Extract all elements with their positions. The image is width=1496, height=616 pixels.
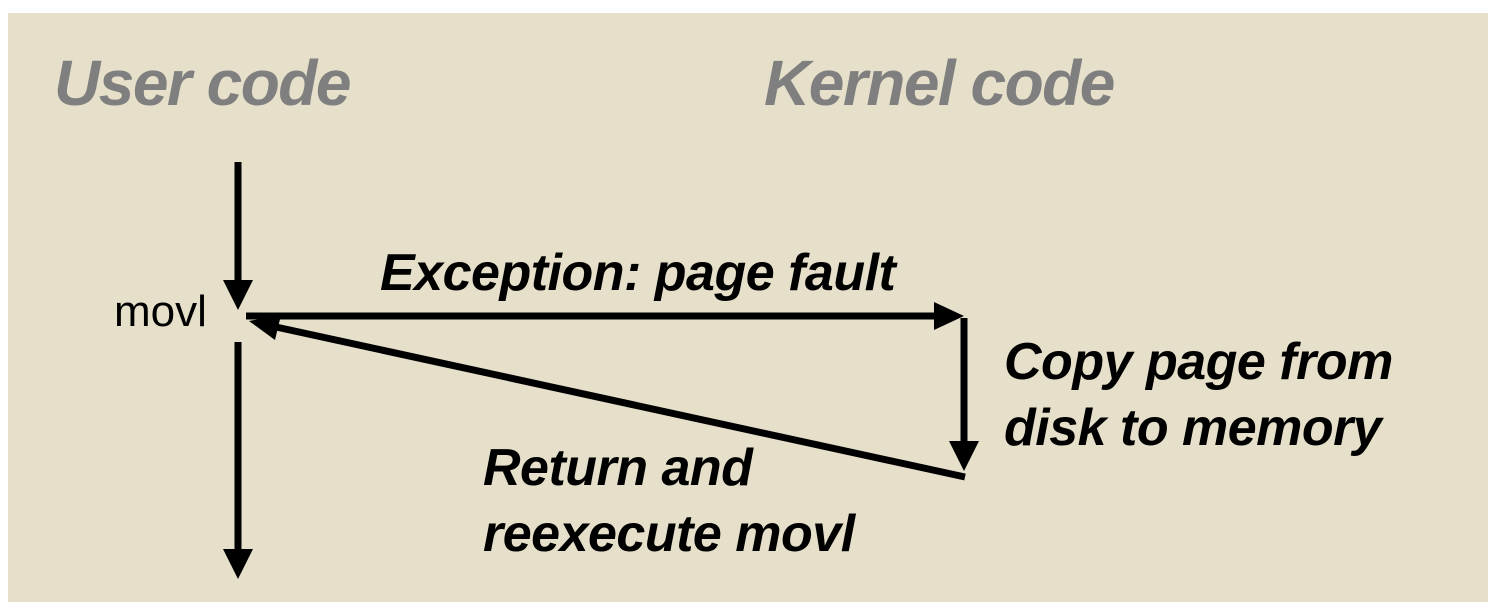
copy-page-label-line1: Copy page from [1004, 333, 1393, 391]
copy-page-label-line2: disk to memory [1004, 398, 1382, 457]
copy-page-label: Copy page from disk to memory [1004, 330, 1393, 461]
return-reexecute-label-line1: Return and [483, 439, 753, 497]
diagram-panel [8, 13, 1488, 602]
return-reexecute-label: Return and reexecute movl [483, 436, 855, 567]
user-code-heading: User code [54, 47, 351, 119]
exception-page-fault-label: Exception: page fault [380, 244, 896, 302]
kernel-code-heading: Kernel code [764, 47, 1115, 119]
movl-instruction-label: movl [114, 287, 207, 336]
return-reexecute-label-line2: reexecute movl [483, 504, 855, 563]
